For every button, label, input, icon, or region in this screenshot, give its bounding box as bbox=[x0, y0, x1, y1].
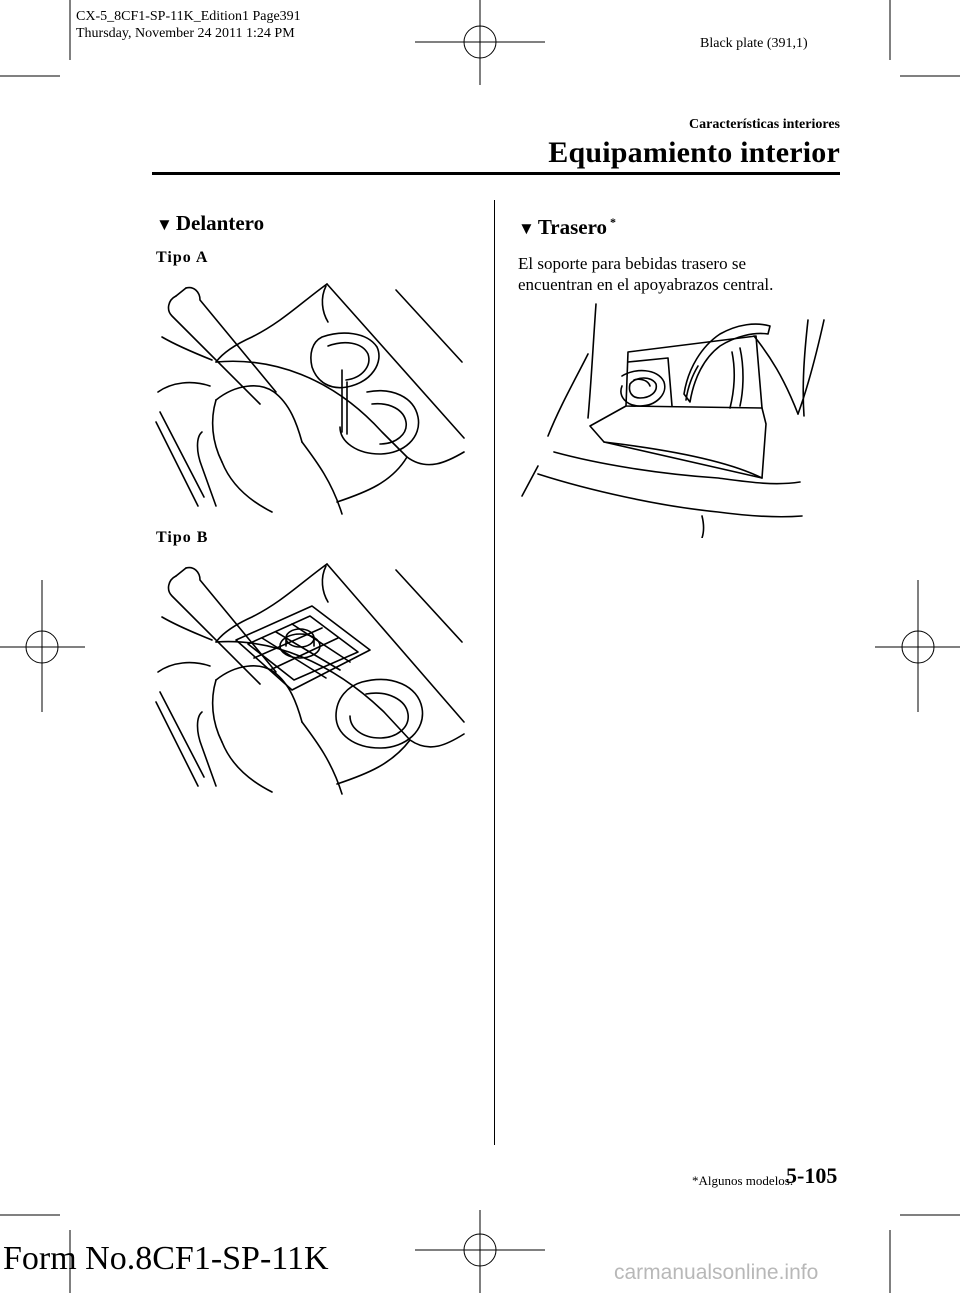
header-rule bbox=[152, 172, 840, 175]
meta-line-2: Thursday, November 24 2011 1:24 PM bbox=[76, 26, 295, 41]
asterisk-icon: * bbox=[610, 215, 617, 229]
cup-holder-type-a-illustration bbox=[155, 283, 465, 515]
section-title: Equipamiento interior bbox=[548, 136, 840, 169]
cup-holder-type-b-illustration bbox=[155, 563, 465, 795]
paragraph-line-2: encuentran en el apoyabrazos central. bbox=[518, 275, 774, 294]
watermark: carmanualsonline.info bbox=[614, 1261, 819, 1284]
figure-label-tipo-b: Tipo B bbox=[156, 529, 209, 546]
form-number: Form No.8CF1-SP-11K bbox=[3, 1240, 329, 1277]
footnote-text: Algunos modelos. bbox=[698, 1173, 794, 1188]
rear-armrest-cup-holder-illustration bbox=[521, 303, 825, 538]
column-divider bbox=[494, 200, 495, 1145]
rear-cup-holder-paragraph: El soporte para bebidas trasero se encue… bbox=[518, 253, 773, 295]
heading-text: Delantero bbox=[175, 211, 265, 235]
plate-label: Black plate (391,1) bbox=[700, 36, 808, 51]
page-number: 5-105 bbox=[786, 1163, 838, 1188]
triangle-marker-icon: ▼ bbox=[156, 215, 173, 234]
heading-delantero: ▼Delantero bbox=[156, 211, 264, 236]
paragraph-line-1: El soporte para bebidas trasero se bbox=[518, 254, 746, 273]
heading-trasero: ▼Trasero* bbox=[518, 215, 616, 240]
triangle-marker-icon: ▼ bbox=[518, 219, 535, 238]
meta-line-1: CX-5_8CF1-SP-11K_Edition1 Page391 bbox=[76, 9, 301, 24]
heading-text: Trasero bbox=[537, 215, 608, 239]
asterisk-icon: * bbox=[692, 1173, 699, 1188]
document-meta: CX-5_8CF1-SP-11K_Edition1 Page391 Thursd… bbox=[76, 8, 301, 42]
footnote: *Algunos modelos. bbox=[692, 1173, 793, 1189]
section-category: Características interiores bbox=[689, 117, 840, 132]
figure-label-tipo-a: Tipo A bbox=[156, 249, 209, 266]
